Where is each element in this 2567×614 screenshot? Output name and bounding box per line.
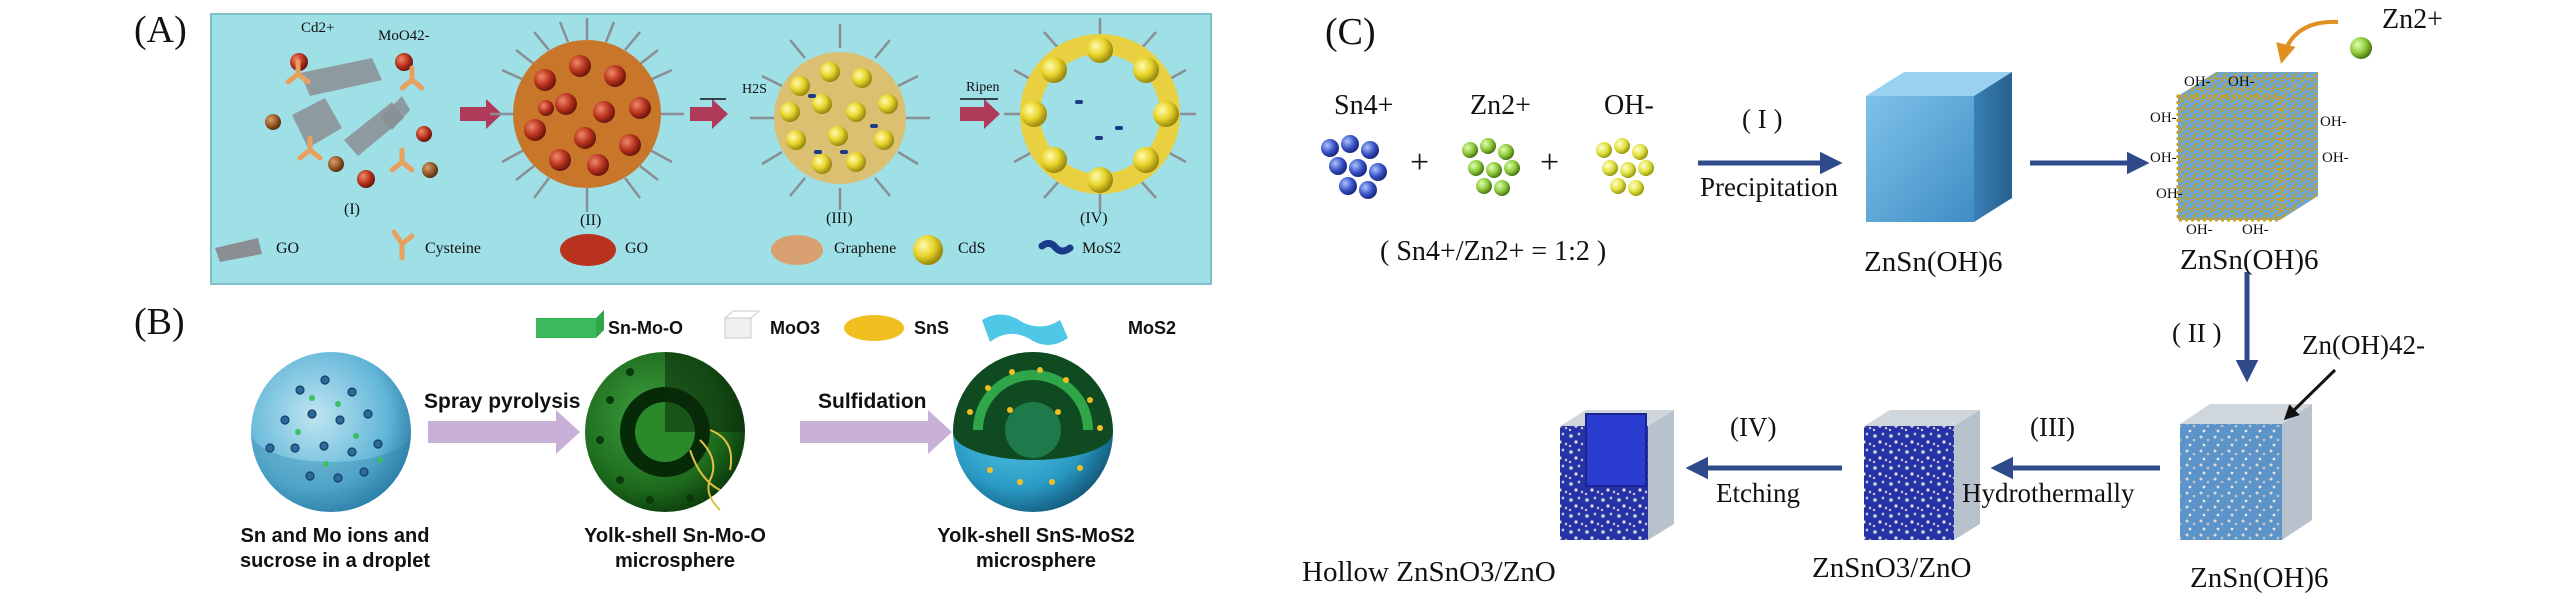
droplet-sphere	[251, 352, 411, 512]
droplet-caption-line-1: Sn and Mo ions and	[240, 525, 430, 547]
zn-oh4-label: Zn(OH)42-	[2302, 330, 2425, 360]
zn-ion-ball	[2350, 37, 2372, 59]
panel-b-arrows	[428, 410, 952, 454]
panel-a-label: (A)	[134, 9, 187, 51]
cube-hollow-znsno3-zno	[1560, 410, 1674, 540]
stage-iii-sphere	[750, 24, 930, 210]
yolk-shell-sns-mos2	[953, 352, 1113, 512]
legend-sn-mo-o: Sn-Mo-O	[608, 318, 683, 338]
sns-mos2-caption-line-1: Yolk-shell SnS-MoS2	[937, 525, 1135, 547]
oh-adsorbed-7: OH-	[2156, 186, 2183, 202]
sns-mos2-caption: Yolk-shell SnS-MoS2 microsphere	[906, 524, 1166, 574]
product-5: Hollow ZnSnO3/ZnO	[1302, 556, 1556, 588]
ratio-label: ( Sn4+/Zn2+ = 1:2 )	[1380, 236, 1607, 267]
plus-sign-2: +	[1540, 144, 1560, 181]
oh-adsorbed-2: OH-	[2228, 74, 2255, 90]
legend-cds: CdS	[958, 240, 986, 257]
sn4-ion-cluster	[1321, 135, 1387, 199]
oh-label: OH-	[1604, 90, 1654, 121]
oh-adsorbed-5: OH-	[2150, 150, 2177, 166]
panel-a-legend-icons	[215, 229, 1074, 266]
sulfidation-label: Sulfidation	[818, 390, 927, 413]
legend-cysteine: Cysteine	[425, 240, 481, 257]
cube-znsn-oh6	[1866, 72, 2012, 222]
panel-c-label: (C)	[1325, 11, 1376, 53]
product-3: ZnSn(OH)6	[2190, 562, 2329, 594]
sn4-label: Sn4+	[1334, 90, 1394, 121]
ripen-label: Ripen	[966, 80, 1000, 95]
sn-mo-o-caption-line-2: microsphere	[614, 550, 736, 572]
moo4-ion-label: MoO42-	[378, 28, 430, 44]
step-iii-label: (III)	[2030, 412, 2075, 442]
etching-label: Etching	[1716, 478, 1800, 508]
oh-adsorbed-9: OH-	[2242, 222, 2269, 238]
zn2-ion-cluster	[1462, 138, 1520, 196]
droplet-caption-line-2: sucrose in a droplet	[239, 550, 431, 572]
plus-sign-1: +	[1410, 144, 1430, 181]
sn-mo-o-caption-line-1: Yolk-shell Sn-Mo-O	[584, 525, 766, 547]
cube-zn-oh4-coated	[2180, 404, 2312, 540]
legend-mos2-b: MoS2	[1128, 318, 1177, 338]
zn-incoming-arrow	[2276, 19, 2339, 64]
legend-go: GO	[625, 240, 649, 257]
stage-i-mixture	[265, 53, 438, 188]
stage-ii-sphere	[490, 18, 684, 212]
cube-oh-adsorbed	[2176, 72, 2318, 222]
legend-mos2: MoS2	[1082, 240, 1122, 257]
legend-moo3: MoO3	[770, 318, 821, 338]
hydrothermally-label: Hydrothermally	[1962, 478, 2135, 508]
zn-top-label: Zn2+	[2382, 4, 2443, 35]
sn-mo-o-caption: Yolk-shell Sn-Mo-O microsphere	[550, 524, 800, 574]
sns-mos2-caption-line-2: microsphere	[975, 550, 1097, 572]
spray-pyrolysis-label: Spray pyrolysis	[424, 390, 581, 413]
yolk-shell-sn-mo-o	[585, 352, 745, 512]
cd-ion-label: Cd2+	[301, 20, 335, 36]
product-2: ZnSn(OH)6	[2180, 244, 2319, 276]
zn-oh4-pointer	[2283, 368, 2337, 421]
panel-b-label: (B)	[134, 301, 185, 343]
legend-go-sheet: GO	[276, 240, 300, 257]
zn2-label: Zn2+	[1470, 90, 1531, 121]
oh-adsorbed-4: OH-	[2320, 114, 2347, 130]
step-ii-label: ( II )	[2172, 318, 2222, 348]
panel-a-arrows	[460, 99, 1000, 129]
legend-graphene: Graphene	[834, 240, 897, 257]
stage-label-1: (I)	[344, 201, 360, 218]
oh-ion-cluster	[1596, 138, 1654, 196]
stage-iv-hollow-sphere	[1004, 18, 1196, 212]
legend-sns: SnS	[914, 318, 950, 338]
droplet-caption: Sn and Mo ions and sucrose in a droplet	[210, 524, 460, 574]
precipitation-label: Precipitation	[1700, 172, 1838, 202]
oh-adsorbed-3: OH-	[2150, 110, 2177, 126]
stage-label-2: (II)	[580, 212, 602, 229]
stage-label-4: (IV)	[1080, 210, 1108, 227]
panel-b-legend-icons	[536, 310, 1068, 345]
h2s-label: H2S	[742, 82, 767, 97]
oh-adsorbed-6: OH-	[2322, 150, 2349, 166]
stage-label-3: (III)	[826, 210, 853, 227]
oh-adsorbed-1: OH-	[2184, 74, 2211, 90]
step-i-label: ( I )	[1742, 104, 1783, 134]
oh-adsorbed-8: OH-	[2186, 222, 2213, 238]
product-1: ZnSn(OH)6	[1864, 246, 2003, 278]
step-iv-label: (IV)	[1730, 412, 1777, 442]
cube-znsno3-zno	[1864, 410, 1980, 540]
product-4: ZnSnO3/ZnO	[1812, 552, 1972, 584]
